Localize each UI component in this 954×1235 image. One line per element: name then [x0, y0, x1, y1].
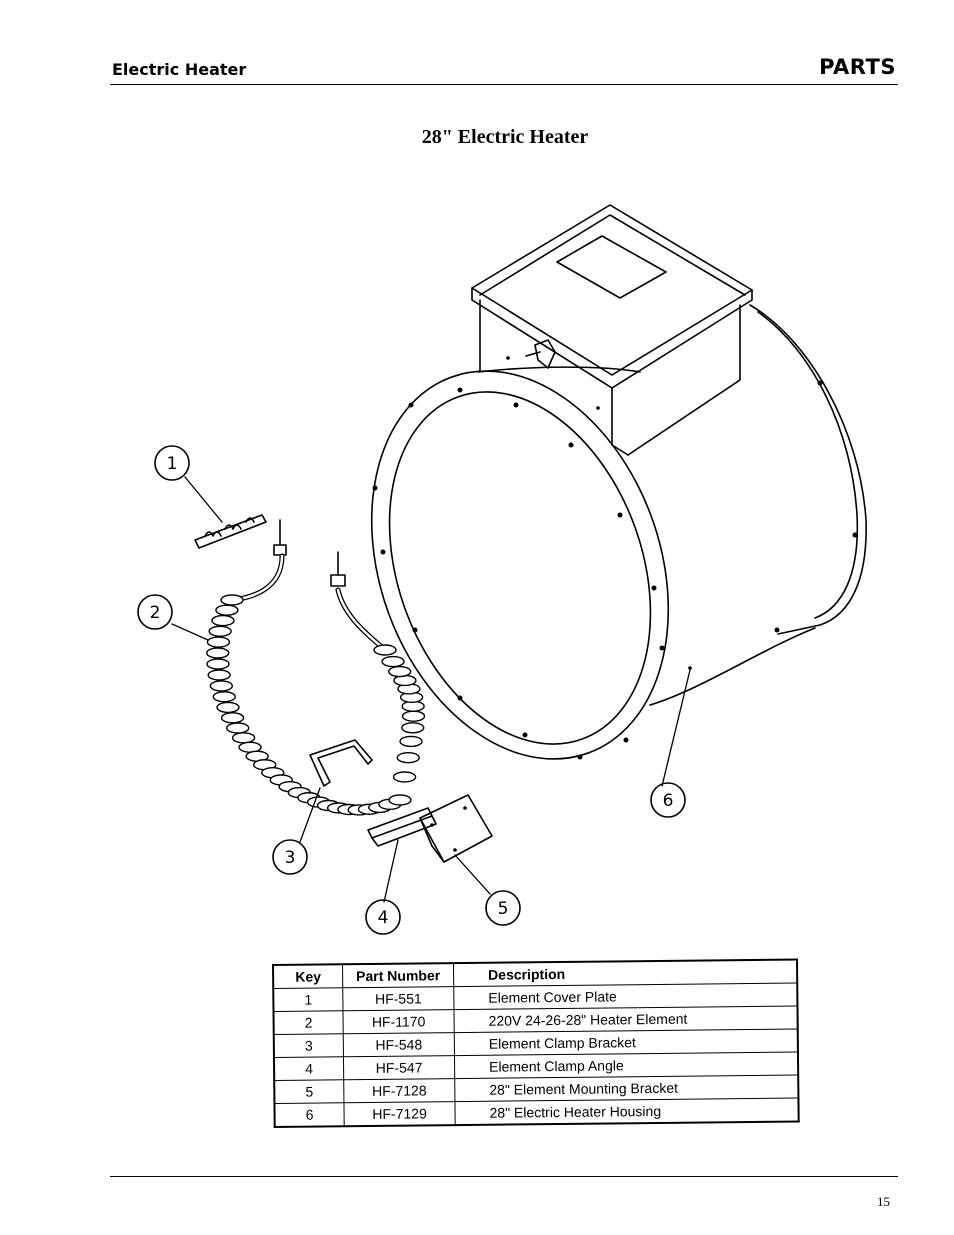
element-cover-plate-drawing	[194, 514, 267, 549]
coil-turn	[211, 614, 235, 627]
header-section-title: Electric Heater	[112, 60, 247, 79]
coil-turn	[209, 680, 234, 692]
header-rule	[110, 84, 898, 85]
cell-key: 2	[273, 1010, 344, 1035]
cell-part-number: HF-551	[342, 986, 454, 1011]
column-header-part-number: Part Number	[342, 963, 454, 988]
cell-key: 3	[273, 1033, 344, 1058]
element-clamp-bracket-drawing	[309, 739, 373, 787]
coil-turn	[396, 751, 420, 764]
coil-turn	[373, 644, 397, 656]
coil-turn	[399, 735, 423, 748]
coil-turn	[212, 691, 236, 703]
callout-leaders	[171, 476, 691, 903]
element-clamp-angle-drawing	[367, 807, 437, 847]
coil-turn	[207, 669, 231, 681]
heater-element-drawing	[206, 519, 426, 816]
callout-label-5: 5	[498, 899, 509, 919]
coil-turn	[388, 794, 412, 806]
callout-circle-5	[485, 890, 521, 926]
coil-turn	[220, 594, 244, 606]
cell-part-number: HF-548	[343, 1032, 455, 1057]
parts-table: Key Part Number Description 1 HF-551 Ele…	[272, 958, 800, 1128]
cell-part-number: HF-1170	[342, 1009, 455, 1034]
coil-turn	[220, 712, 245, 724]
coil-turn	[381, 655, 405, 668]
callout-circle-6	[650, 782, 686, 818]
cell-part-number: HF-7128	[343, 1078, 455, 1103]
page-number: 15	[877, 1194, 890, 1209]
coil-turn	[206, 636, 231, 648]
coil-turn	[208, 625, 232, 637]
callout-label-6: 6	[663, 791, 674, 811]
callout-markers	[137, 445, 686, 935]
callout-circle-3	[272, 839, 308, 875]
column-header-key: Key	[273, 964, 343, 989]
callout-label-2: 2	[150, 603, 161, 623]
coil-turn	[206, 647, 230, 659]
coil-turn	[216, 701, 240, 714]
cell-part-number: HF-547	[343, 1055, 455, 1080]
coil-turn	[206, 658, 230, 670]
cell-key: 6	[274, 1102, 345, 1127]
table-row: 6 HF-7129 28" Electric Heater Housing	[274, 1097, 799, 1127]
footer-rule	[110, 1176, 898, 1177]
callout-circle-4	[365, 899, 401, 935]
element-mounting-bracket-drawing	[419, 794, 493, 863]
coil-turn	[387, 665, 412, 678]
callout-label-1: 1	[167, 454, 178, 474]
heater-housing-drawing	[370, 204, 867, 760]
coil-turn	[215, 604, 239, 616]
coil-turn	[231, 732, 256, 744]
cell-key: 1	[273, 987, 343, 1012]
cell-key: 4	[273, 1056, 344, 1081]
cell-key: 5	[274, 1079, 344, 1104]
coil-turn	[226, 722, 250, 734]
header-category: PARTS	[819, 55, 896, 79]
cell-part-number: HF-7129	[343, 1101, 456, 1127]
callout-circle-1	[154, 445, 190, 481]
callout-label-3: 3	[285, 848, 296, 868]
page-title: 28" Electric Heater	[421, 126, 589, 148]
coil-turn	[401, 722, 425, 734]
callout-circle-2	[137, 594, 173, 630]
coil-turn	[401, 710, 426, 722]
callout-label-4: 4	[378, 908, 389, 928]
coil-turn	[392, 771, 417, 783]
cell-description: 28" Electric Heater Housing	[454, 1097, 799, 1126]
